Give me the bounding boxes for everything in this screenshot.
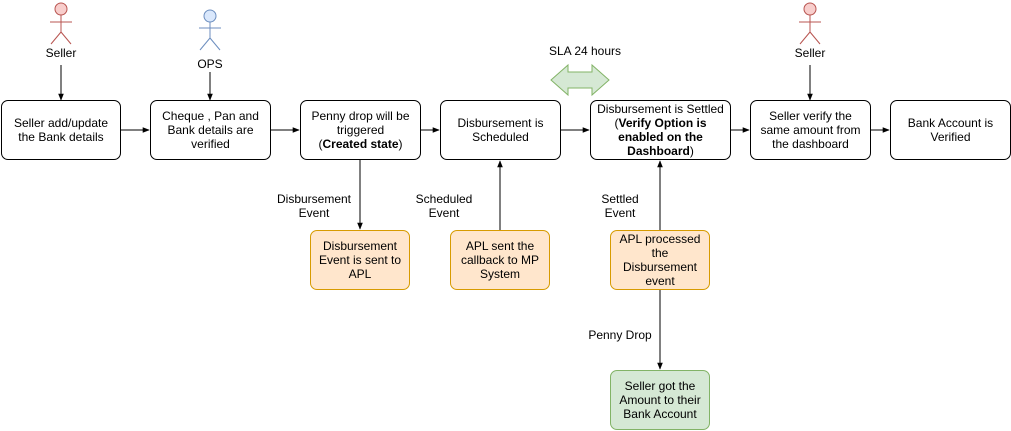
step-add-bank-details: Seller add/update the Bank details (1, 100, 121, 160)
scheduled-event-label: Scheduled Event (415, 192, 473, 220)
step-details-verified: Cheque , Pan and Bank details are verifi… (150, 100, 271, 160)
penny-open: ( (318, 137, 323, 151)
penny-line1: Penny drop will be triggered (311, 109, 410, 137)
sla-label: SLA 24 hours (548, 44, 622, 58)
apl-callback-box-text: APL sent the callback to MP System (460, 239, 540, 281)
seller-left-label: Seller (45, 46, 77, 60)
event-disbursement-sent-to-apl: Disbursement Event is sent to APL (310, 230, 410, 290)
ops-label: OPS (197, 57, 223, 71)
apl-processed-box-text: APL processed the Disbursement event (619, 232, 701, 288)
seller-actor-icon (50, 2, 72, 45)
result-seller-got-amount: Seller got the Amount to their Bank Acco… (610, 370, 710, 430)
settled-bold-option: Verify Option is enabled on the Dashboar… (618, 116, 707, 158)
penny-close: ) (398, 137, 403, 151)
step-penny-text: Penny drop will be triggered(Created sta… (305, 109, 416, 151)
step-verified-text: Cheque , Pan and Bank details are verifi… (162, 109, 259, 151)
step-scheduled-text: Disbursement is Scheduled (457, 116, 544, 144)
settled-event-label: Settled Event (601, 192, 639, 220)
event-apl-callback: APL sent the callback to MP System (450, 230, 550, 290)
penny-bold-state: Created state (322, 137, 399, 151)
step-disbursement-settled: Disbursement is Settled(Verify Option is… (590, 100, 731, 160)
step-bank-verified-text: Bank Account is Verified (907, 116, 994, 144)
step-settled-text: Disbursement is Settled(Verify Option is… (597, 102, 724, 158)
seller-right-label: Seller (794, 46, 826, 60)
settled-close: ) (689, 144, 694, 158)
step-disbursement-scheduled: Disbursement is Scheduled (440, 100, 561, 160)
step-bank-account-verified: Bank Account is Verified (890, 100, 1011, 160)
penny-drop-label: Penny Drop (588, 328, 652, 342)
step-penny-drop-triggered: Penny drop will be triggered(Created sta… (300, 100, 421, 160)
amount-box-text: Seller got the Amount to their Bank Acco… (619, 379, 701, 421)
disb-event-box-text: Disbursement Event is sent to APL (318, 239, 402, 281)
settled-open: ( (614, 116, 619, 130)
settled-line1: Disbursement is Settled (597, 102, 724, 116)
step-seller-verify-text: Seller verify the same amount from the d… (760, 109, 861, 151)
ops-actor-icon (199, 9, 221, 51)
event-apl-processed: APL processed the Disbursement event (610, 230, 710, 290)
disbursement-event-label: Disbursement Event (276, 192, 352, 220)
step-add-bank-text: Seller add/update the Bank details (13, 116, 109, 144)
seller-actor-right-icon (799, 2, 821, 45)
step-seller-verify-amount: Seller verify the same amount from the d… (750, 100, 871, 160)
sla-double-arrow-icon (550, 63, 610, 97)
